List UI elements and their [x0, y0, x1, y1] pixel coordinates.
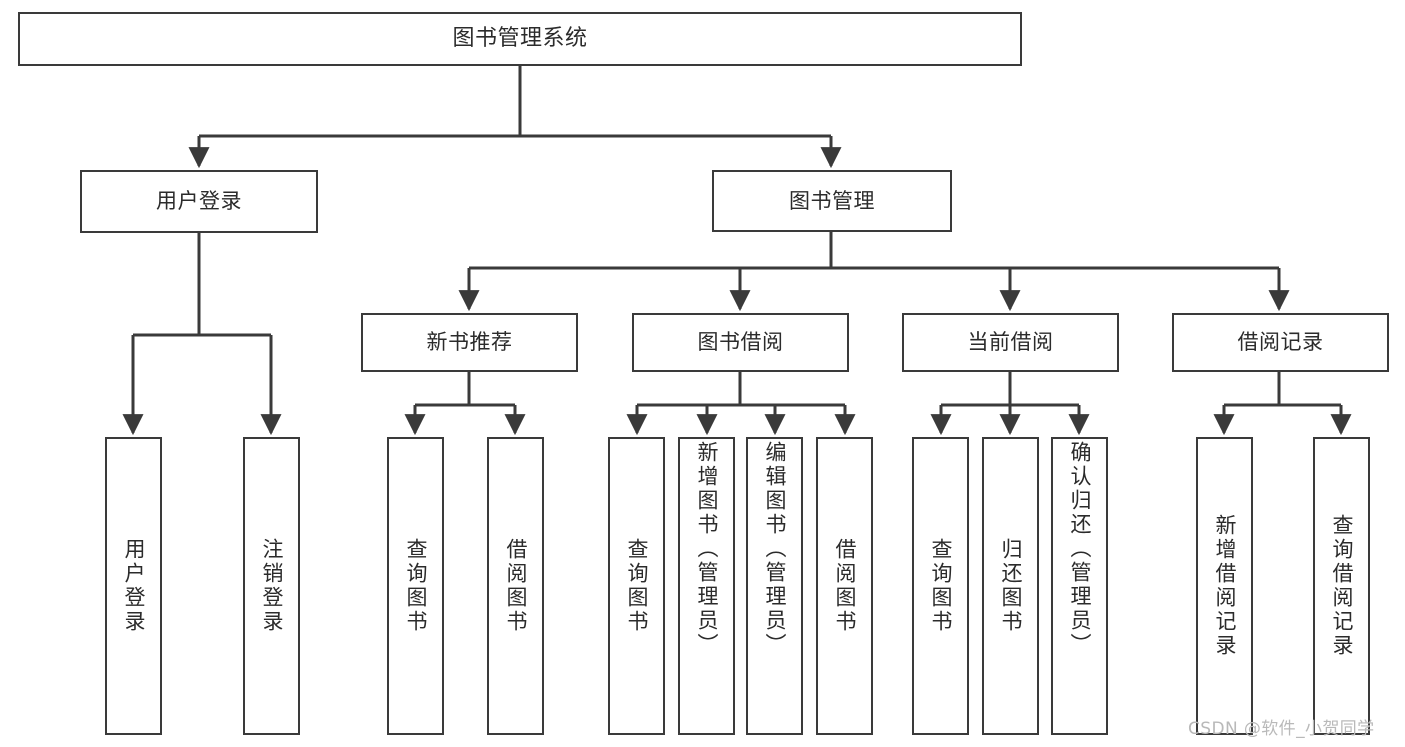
node-label-book-manage: 图书管理	[789, 188, 875, 213]
node-leaf-confirm-return[interactable]: 确认归还（管理员）	[1051, 437, 1108, 735]
node-label-leaf-user-login: 用户登录	[122, 538, 146, 634]
node-root-system[interactable]: 图书管理系统	[18, 12, 1022, 66]
node-label-current-borrow: 当前借阅	[967, 330, 1054, 355]
node-label-new-book-recommend: 新书推荐	[426, 330, 513, 355]
node-leaf-add-book[interactable]: 新增图书（管理员）	[678, 437, 735, 735]
node-label-leaf-add-book: 新增图书（管理员）	[695, 441, 719, 657]
node-label-user-login: 用户登录	[156, 189, 242, 214]
node-label-leaf-logout-login: 注销登录	[260, 538, 284, 634]
node-label-leaf-query-record: 查询借阅记录	[1330, 514, 1354, 658]
node-leaf-edit-book[interactable]: 编辑图书（管理员）	[746, 437, 803, 735]
node-leaf-logout-login[interactable]: 注销登录	[243, 437, 300, 735]
node-user-login[interactable]: 用户登录	[80, 170, 318, 233]
node-label-leaf-borrow-book-1: 借阅图书	[504, 538, 528, 634]
node-label-leaf-confirm-return: 确认归还（管理员）	[1068, 441, 1092, 657]
node-leaf-query-record[interactable]: 查询借阅记录	[1313, 437, 1370, 735]
node-book-borrow[interactable]: 图书借阅	[632, 313, 849, 372]
node-book-manage[interactable]: 图书管理	[712, 170, 952, 232]
node-leaf-query-book-3[interactable]: 查询图书	[912, 437, 969, 735]
node-leaf-borrow-book-2[interactable]: 借阅图书	[816, 437, 873, 735]
node-leaf-add-record[interactable]: 新增借阅记录	[1196, 437, 1253, 735]
node-label-leaf-query-book-2: 查询图书	[625, 538, 649, 634]
node-borrow-record[interactable]: 借阅记录	[1172, 313, 1389, 372]
node-leaf-return-book[interactable]: 归还图书	[982, 437, 1039, 735]
node-label-borrow-record: 借阅记录	[1237, 330, 1324, 355]
node-leaf-query-book-1[interactable]: 查询图书	[387, 437, 444, 735]
node-label-book-borrow: 图书借阅	[697, 330, 784, 355]
node-label-leaf-query-book-3: 查询图书	[929, 538, 953, 634]
node-label-leaf-return-book: 归还图书	[999, 538, 1023, 634]
node-leaf-borrow-book-1[interactable]: 借阅图书	[487, 437, 544, 735]
node-leaf-user-login[interactable]: 用户登录	[105, 437, 162, 735]
csdn-watermark: CSDN @软件_小贺同学	[1188, 719, 1375, 739]
node-label-leaf-borrow-book-2: 借阅图书	[833, 538, 857, 634]
node-leaf-query-book-2[interactable]: 查询图书	[608, 437, 665, 735]
node-label-leaf-edit-book: 编辑图书（管理员）	[763, 441, 787, 657]
node-label-leaf-query-book-1: 查询图书	[404, 538, 428, 634]
node-label-root: 图书管理系统	[452, 26, 588, 52]
node-current-borrow[interactable]: 当前借阅	[902, 313, 1119, 372]
node-label-leaf-add-record: 新增借阅记录	[1213, 514, 1237, 658]
node-new-book-recommend[interactable]: 新书推荐	[361, 313, 578, 372]
